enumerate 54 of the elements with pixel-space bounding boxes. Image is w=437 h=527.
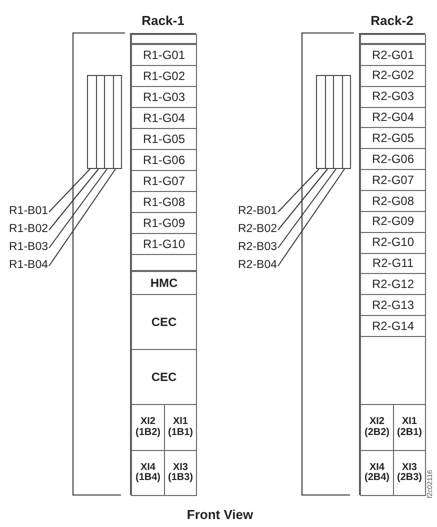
rack-heading: Rack-1 xyxy=(140,12,186,30)
rack-unit: XI3 (1B3) xyxy=(164,450,197,496)
rack-unit: R2-G08 xyxy=(360,190,426,212)
rack-unit: R1-G06 xyxy=(131,149,197,171)
leader-line xyxy=(278,168,328,230)
rack-unit: R1-G10 xyxy=(131,233,197,255)
leader-line xyxy=(278,168,345,266)
rack-unit: R2-G12 xyxy=(360,273,426,296)
callout-label: R2-B03 xyxy=(230,239,277,255)
rack-unit: R2-G06 xyxy=(360,148,426,170)
callout-label: R2-B02 xyxy=(230,221,277,237)
rack-unit: R2-G04 xyxy=(360,106,426,128)
rack-unit: R2-G13 xyxy=(360,294,426,316)
rack-unit: R1-G05 xyxy=(131,128,197,150)
rack-unit: R1-G07 xyxy=(131,170,197,192)
rack-unit: R2-G07 xyxy=(360,169,426,191)
rack-unit: R2-G09 xyxy=(360,210,426,233)
callout-label: R2-B04 xyxy=(230,257,277,273)
rack-unit: R2-G01 xyxy=(360,44,426,66)
rack-unit: R1-G02 xyxy=(131,65,197,87)
rack-heading: Rack-2 xyxy=(370,12,414,30)
rack-unit: R1-G04 xyxy=(131,107,197,129)
rack-unit: R2-G14 xyxy=(360,315,426,337)
leader-line xyxy=(48,168,108,248)
rack-unit: R2-G11 xyxy=(360,252,426,274)
rack-unit: CEC xyxy=(131,294,197,350)
rack-unit: R1-G08 xyxy=(131,191,197,213)
rack-unit: XI3 (2B3) xyxy=(393,450,426,496)
rack-unit: HMC xyxy=(131,271,197,295)
leader-line xyxy=(278,168,336,248)
rack-unit: R2-G03 xyxy=(360,86,426,108)
caption: Front View xyxy=(186,506,254,524)
rack-unit: R2-G02 xyxy=(360,64,426,87)
callout-label: R1-B03 xyxy=(1,239,48,255)
leader-line xyxy=(48,168,116,266)
rack-unit: XI4 (1B4) xyxy=(131,450,165,496)
leader-line xyxy=(48,168,90,212)
rack-unit: XI4 (2B4) xyxy=(360,450,394,496)
rack-unit xyxy=(360,336,426,405)
rack-unit: R2-G10 xyxy=(360,232,426,254)
rack-unit: R1-G01 xyxy=(131,44,197,66)
rack-unit xyxy=(131,34,197,44)
callout-label: R1-B04 xyxy=(1,257,48,273)
callout-label: R1-B01 xyxy=(1,203,48,219)
rack-unit: R2-G05 xyxy=(360,127,426,150)
rack-unit xyxy=(360,34,426,44)
rack-unit xyxy=(131,254,197,271)
callout-label: R2-B01 xyxy=(230,203,277,219)
leader-line xyxy=(48,168,99,230)
rack-unit: R1-G09 xyxy=(131,212,197,234)
callout-label: R1-B02 xyxy=(1,221,48,237)
rack-unit: R1-G03 xyxy=(131,86,197,108)
rack-unit: CEC xyxy=(131,349,197,405)
leader-line xyxy=(278,168,320,212)
